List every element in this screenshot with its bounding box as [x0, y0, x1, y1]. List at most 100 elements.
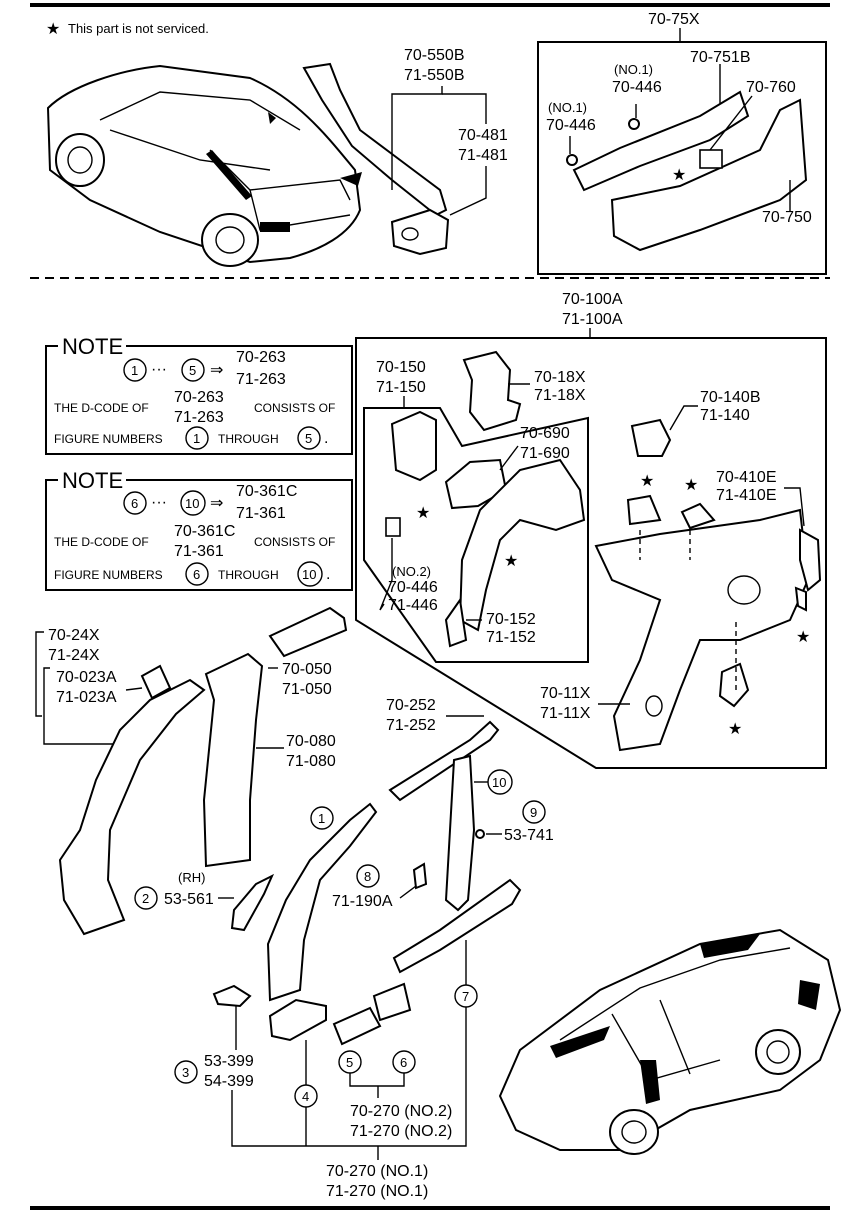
- b-pillar-inner-080-part: [202, 652, 264, 868]
- circle-6: 6: [400, 1055, 407, 1070]
- label-399-1: 53-399: [204, 1053, 254, 1070]
- group-75x-box: [537, 41, 827, 275]
- note-1-title: NOTE: [62, 334, 123, 359]
- note-1-from: 1: [131, 363, 138, 378]
- label-11x-2: 71-11X: [540, 705, 591, 722]
- label-150-1: 70-150: [376, 359, 426, 376]
- clip-small-part: [794, 586, 807, 612]
- circle-8: 8: [364, 869, 371, 884]
- note-1-period: .: [324, 430, 328, 447]
- label-152-1: 70-152: [486, 611, 536, 628]
- label-690-2: 71-690: [520, 445, 570, 462]
- roof-rail-252-part: [388, 720, 500, 802]
- note-1-code-1: 70-263: [236, 349, 286, 366]
- rear-panel-lower-part: [610, 98, 808, 252]
- label-080-2: 71-080: [286, 753, 336, 770]
- note-2-period: .: [326, 566, 330, 583]
- label-690-1: 70-690: [520, 425, 570, 442]
- note-2-from: 6: [131, 496, 138, 511]
- label-100a-1: 70-100A: [562, 291, 623, 308]
- label-152-2: 71-152: [486, 629, 536, 646]
- bracket-152-part: [444, 597, 468, 648]
- b-pillar-outer-part: [444, 754, 476, 912]
- label-100a-2: 71-100A: [562, 311, 623, 328]
- note-2-arrow: ⇒: [210, 495, 223, 512]
- circle-4: 4: [302, 1089, 309, 1104]
- note-2-line2a: FIGURE NUMBERS: [54, 568, 163, 582]
- label-no1-a: (NO.1): [614, 62, 653, 77]
- sill-6-part: [372, 982, 412, 1022]
- not-serviced-star-4: ★: [640, 473, 654, 490]
- label-750: 70-750: [762, 209, 812, 226]
- label-760: 70-760: [746, 79, 796, 96]
- clip-446-part: [385, 517, 401, 537]
- label-561: 53-561: [164, 891, 214, 908]
- wheelhouse-bracket-part: [390, 410, 437, 482]
- label-080-1: 70-080: [286, 733, 336, 750]
- note-2-line2b: THROUGH: [218, 568, 279, 582]
- not-serviced-star-2: ★: [416, 505, 430, 522]
- reinforce-b-part: [680, 502, 716, 530]
- car-rear-illustration: [46, 64, 362, 267]
- note-1-to: 5: [189, 363, 196, 378]
- label-no2: (NO.2): [392, 564, 431, 579]
- note-2-line1a: THE D-CODE OF: [54, 535, 149, 549]
- circle-9: 9: [530, 805, 537, 820]
- inner-subbox: [363, 407, 589, 663]
- note-1: NOTE 1 ··· 5 ⇒ 70-263 71-263 THE D-CODE …: [45, 334, 353, 455]
- label-023a-2: 71-023A: [56, 689, 117, 706]
- label-550b-1: 70-550B: [404, 47, 465, 64]
- label-751b: 70-751B: [690, 49, 751, 66]
- clip-190a-part: [412, 862, 428, 890]
- label-741: 53-741: [504, 827, 554, 844]
- rear-bracket-part: [390, 208, 450, 256]
- lower-bracket-part: [268, 998, 327, 1042]
- rocker-sill-part: [392, 878, 522, 974]
- rear-panel-upper-part: [572, 90, 750, 192]
- note-1-from-2: 1: [193, 431, 200, 446]
- note-2: NOTE 6 ··· 10 ⇒ 70-361C 71-361 THE D-COD…: [45, 468, 353, 591]
- label-150-2: 71-150: [376, 379, 426, 396]
- label-481-1: 70-481: [458, 127, 508, 144]
- label-24x-2: 71-24X: [48, 647, 100, 664]
- note-2-to-2: 10: [302, 567, 316, 582]
- quarter-inner-part: [594, 508, 810, 752]
- label-446-a: 70-446: [612, 79, 662, 96]
- note-1-code-2: 71-263: [236, 371, 286, 388]
- not-serviced-star-5: ★: [684, 477, 698, 494]
- pillar-18x-part: [462, 350, 522, 432]
- label-11x-1: 70-11X: [540, 685, 591, 702]
- label-446-c: 70-446: [388, 579, 438, 596]
- not-serviced-star-6: ★: [796, 629, 810, 646]
- note-1-arrow: ⇒: [210, 362, 223, 379]
- circle-5: 5: [346, 1055, 353, 1070]
- note-1-line1b: CONSISTS OF: [254, 401, 335, 415]
- bracket-023a-part: [140, 664, 172, 700]
- bracket-399-part: [212, 984, 252, 1008]
- circle-10: 10: [492, 775, 506, 790]
- label-270no2-1: 70-270 (NO.2): [350, 1103, 452, 1120]
- group-100a-box: [355, 337, 827, 769]
- car-side-illustration: [498, 928, 842, 1155]
- label-rh: (RH): [178, 870, 205, 885]
- label-410e-2: 71-410E: [716, 487, 777, 504]
- roof-rail-050-part: [268, 606, 348, 658]
- label-270no1-2: 71-270 (NO.1): [326, 1183, 428, 1200]
- note-1-line2a: FIGURE NUMBERS: [54, 432, 163, 446]
- label-190a: 71-190A: [332, 893, 393, 910]
- not-serviced-star-1: ★: [672, 167, 686, 184]
- label-270no2-2: 71-270 (NO.2): [350, 1123, 452, 1140]
- a-pillar-outer-part: [58, 678, 206, 936]
- note-1-code-3: 70-263: [174, 389, 224, 406]
- brace-561-part: [230, 873, 275, 932]
- circle-3: 3: [182, 1065, 189, 1080]
- note-2-code-1: 70-361C: [236, 483, 297, 500]
- label-252-2: 71-252: [386, 717, 436, 734]
- note-2-code-2: 71-361: [236, 505, 286, 522]
- note-2-code-3: 70-361C: [174, 523, 235, 540]
- bracket-140b-part: [630, 418, 672, 457]
- circle-7: 7: [462, 989, 469, 1004]
- gusset-part: [718, 662, 750, 708]
- label-75x: 70-75X: [648, 11, 700, 28]
